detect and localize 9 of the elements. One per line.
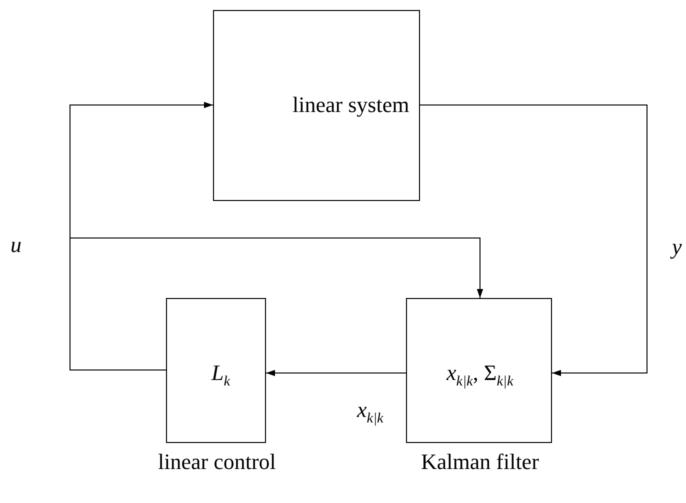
arrow (70, 238, 484, 370)
block-box (213, 10, 420, 201)
arrow (266, 370, 406, 376)
block-caption: linear control (158, 449, 276, 476)
block-label: x$_{k|k}$, Σ$_{k|k}$ (446, 360, 514, 390)
arrow (420, 104, 648, 376)
block-label: linear system (292, 92, 410, 118)
block-label: L$_{k}$ (212, 360, 230, 390)
block-caption: Kalman filter (421, 449, 539, 476)
